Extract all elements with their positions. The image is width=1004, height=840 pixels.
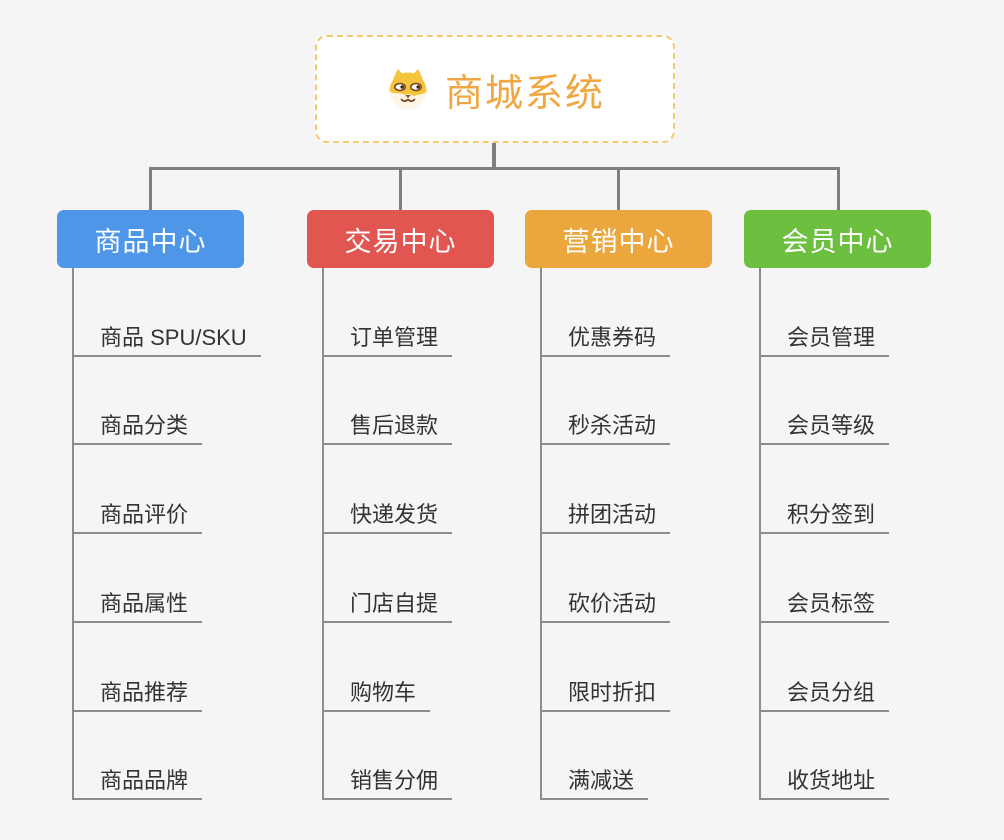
topic-item[interactable]: 商品推荐: [72, 670, 203, 712]
connector-drop-member: [837, 167, 840, 212]
topic-item[interactable]: 快递发货: [322, 492, 453, 534]
branch-header-product-center[interactable]: 商品中心: [57, 210, 244, 268]
branch-spine: [322, 268, 324, 800]
shiba-dog-icon: [385, 68, 431, 110]
topic-item[interactable]: 购物车: [322, 670, 431, 712]
connector-horizontal-bar: [149, 167, 839, 170]
topic-item[interactable]: 秒杀活动: [540, 403, 671, 445]
topic-item[interactable]: 商品 SPU/SKU: [72, 315, 261, 357]
topic-item[interactable]: 会员标签: [759, 581, 890, 623]
topic-item[interactable]: 销售分佣: [322, 758, 453, 800]
branch-column-product: 商品中心 商品 SPU/SKU 商品分类 商品评价 商品属性 商品推荐 商品品牌: [57, 210, 307, 810]
topic-item[interactable]: 订单管理: [322, 315, 453, 357]
root-topic[interactable]: 商城系统: [315, 35, 675, 143]
topic-item[interactable]: 积分签到: [759, 492, 890, 534]
branch-column-marketing: 营销中心 优惠券码 秒杀活动 拼团活动 砍价活动 限时折扣 满减送: [525, 210, 775, 810]
branch-header-trade-center[interactable]: 交易中心: [307, 210, 494, 268]
topic-item[interactable]: 门店自提: [322, 581, 453, 623]
topic-item[interactable]: 商品评价: [72, 492, 203, 534]
topic-item[interactable]: 会员分组: [759, 670, 890, 712]
connector-drop-product: [149, 167, 152, 212]
topic-item[interactable]: 优惠券码: [540, 315, 671, 357]
connector-drop-trade: [399, 167, 402, 212]
topic-item[interactable]: 商品品牌: [72, 758, 203, 800]
branch-header-member-center[interactable]: 会员中心: [744, 210, 931, 268]
topic-item[interactable]: 砍价活动: [540, 581, 671, 623]
connector-drop-marketing: [617, 167, 620, 212]
branch-spine: [540, 268, 542, 800]
branch-spine: [72, 268, 74, 800]
topic-item[interactable]: 满减送: [540, 758, 649, 800]
branch-column-member: 会员中心 会员管理 会员等级 积分签到 会员标签 会员分组 收货地址: [744, 210, 994, 810]
topic-item[interactable]: 会员管理: [759, 315, 890, 357]
branch-column-trade: 交易中心 订单管理 售后退款 快递发货 门店自提 购物车 销售分佣: [307, 210, 557, 810]
topic-item[interactable]: 售后退款: [322, 403, 453, 445]
topic-item[interactable]: 商品属性: [72, 581, 203, 623]
topic-item[interactable]: 会员等级: [759, 403, 890, 445]
branch-header-marketing-center[interactable]: 营销中心: [525, 210, 712, 268]
root-topic-title: 商城系统: [444, 72, 605, 115]
topic-item[interactable]: 限时折扣: [540, 670, 671, 712]
connector-root-stem: [492, 143, 496, 170]
topic-item[interactable]: 拼团活动: [540, 492, 671, 534]
branch-spine: [759, 268, 761, 800]
topic-item[interactable]: 收货地址: [759, 758, 890, 800]
topic-item[interactable]: 商品分类: [72, 403, 203, 445]
